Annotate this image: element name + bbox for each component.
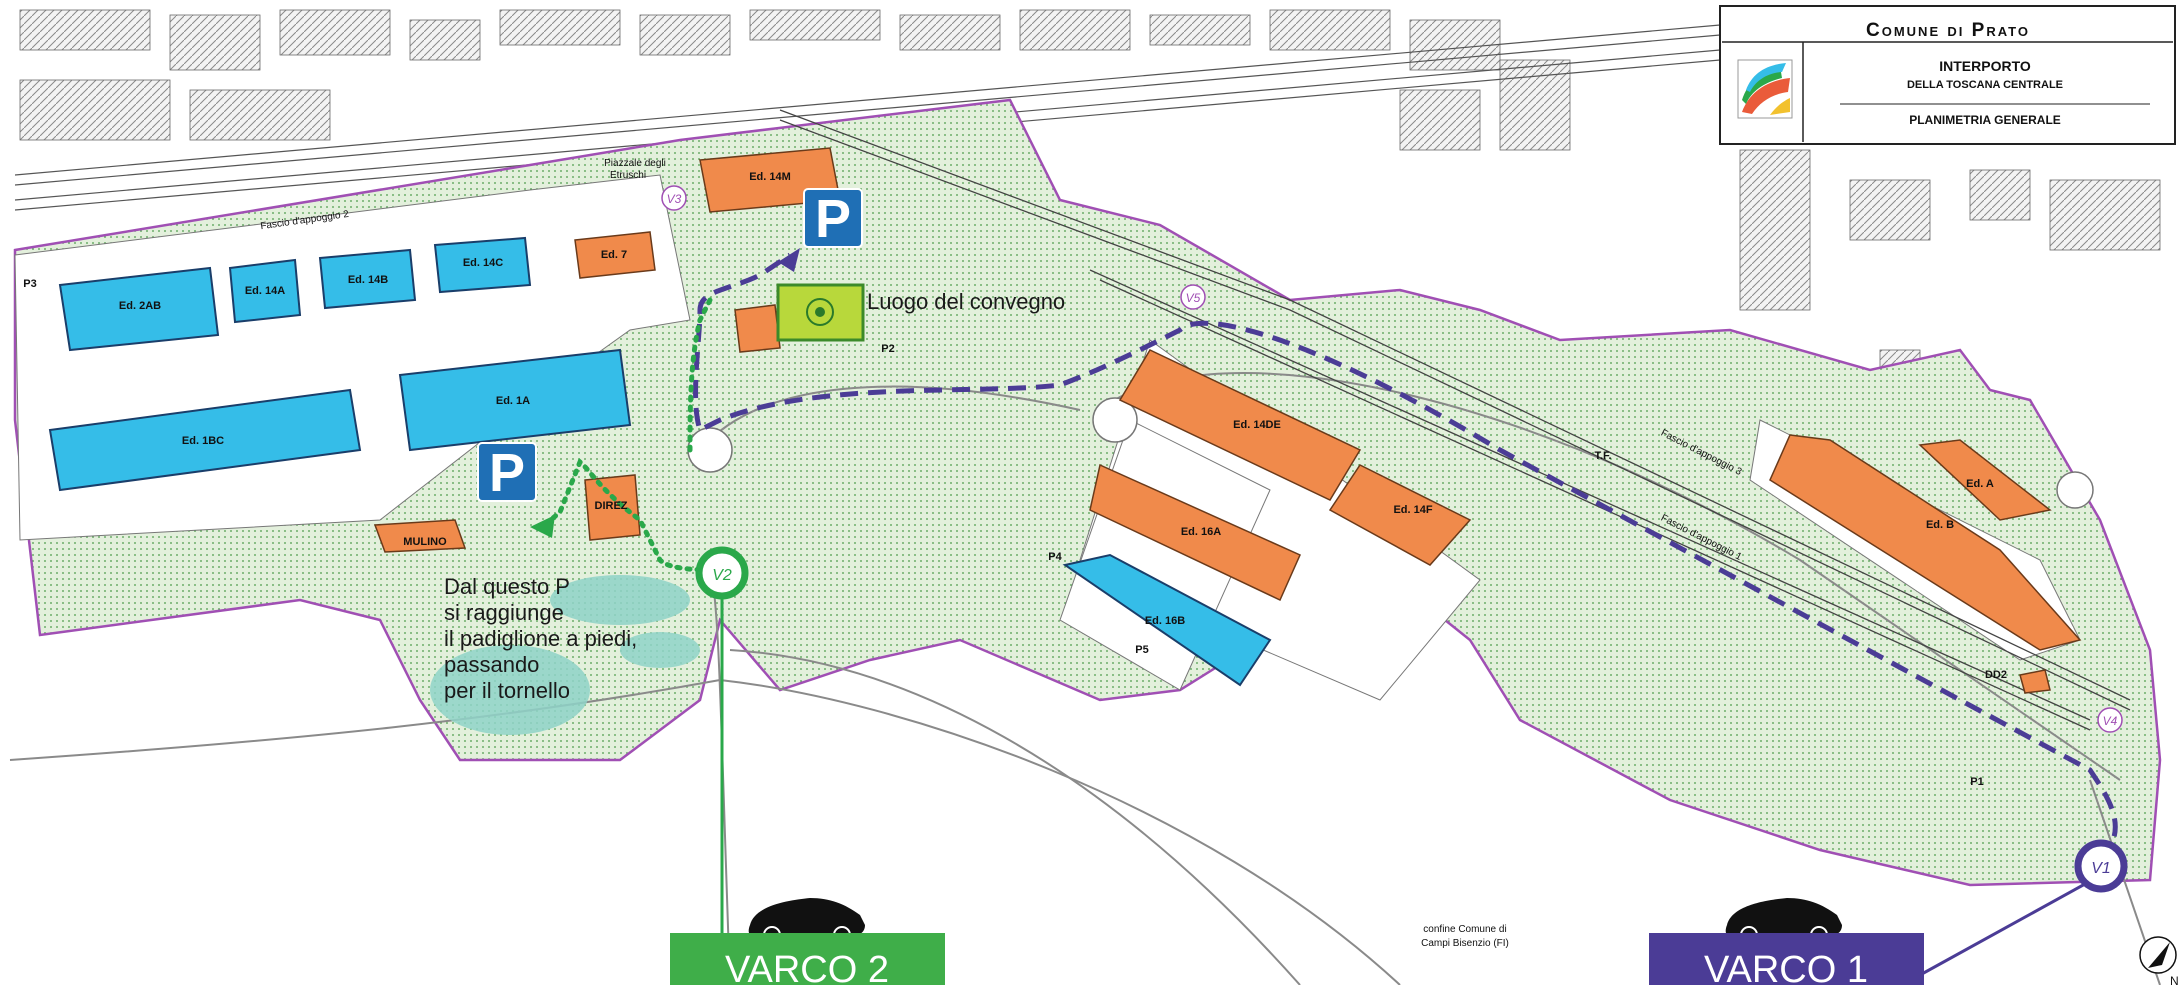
label-ed14de: Ed. 14DE — [1233, 419, 1281, 431]
walking-note: Dal questo P si raggiunge il padiglione … — [444, 574, 637, 703]
label-p5: P5 — [1135, 644, 1148, 656]
label-tf: T.F. — [1594, 450, 1611, 462]
label-ed14c: Ed. 14C — [463, 257, 503, 269]
gate-v4-label: V4 — [2103, 714, 2118, 728]
municipality-title: Comune di Prato — [1866, 20, 2030, 41]
building-ed16b — [1062, 553, 1272, 687]
title-line-1: INTERPORTO — [1939, 58, 2031, 74]
walking-note-line-3: il padiglione a piedi, — [444, 626, 637, 651]
gate-v2-label: V2 — [712, 567, 732, 584]
label-piazzale-1: Piazzale degli — [604, 158, 666, 169]
buildings-orange — [373, 147, 2082, 694]
building-ed14f — [1328, 464, 1472, 566]
building-ed2ab — [58, 266, 220, 352]
label-confine-1: confine Comune di — [1423, 924, 1506, 935]
gate-v1-label: V1 — [2091, 860, 2111, 877]
gate-v1-marker — [2074, 839, 2128, 893]
label-p3: P3 — [23, 278, 36, 290]
label-dd2: DD2 — [1985, 669, 2007, 681]
building-labels: Ed. 2AB Ed. 14A Ed. 14B Ed. 14C Ed. 1BC … — [119, 171, 2007, 681]
walking-note-line-2: si raggiunge — [444, 600, 564, 625]
gate-v3-marker — [661, 185, 687, 211]
venue-note: Luogo del convegno — [867, 289, 1065, 314]
north-arrow-icon: N — [2139, 936, 2178, 985]
pond — [430, 575, 700, 735]
walking-note-line-1: Dal questo P — [444, 574, 570, 599]
title-line-2: DELLA TOSCANA CENTRALE — [1907, 79, 2063, 91]
route-walk — [542, 457, 723, 573]
building-venue-annex — [734, 304, 781, 353]
building-dd2 — [2019, 669, 2051, 694]
varco1-label: VARCO 1 — [1704, 949, 1868, 985]
parking-codes: P3 P2 P4 P5 P1 — [23, 278, 1983, 788]
label-p1: P1 — [1970, 776, 1983, 788]
label-ed1bc: Ed. 1BC — [182, 435, 224, 447]
title-line-3: PLANIMETRIA GENERALE — [1909, 113, 2061, 127]
interporto-logo — [1737, 59, 1793, 119]
gate-v5-marker — [1180, 284, 1206, 310]
title-block: Comune di Prato INTERPORTO DELLA TOSCANA… — [1719, 5, 2176, 145]
route-arrow-parking — [530, 515, 555, 538]
building-edb — [1769, 434, 2082, 651]
parking-sign-left: P — [477, 442, 537, 503]
label-ed1a: Ed. 1A — [496, 395, 530, 407]
varco2-label: VARCO 2 — [725, 949, 889, 985]
walking-note-line-5: per il tornello — [444, 678, 570, 703]
building-ed1a — [398, 348, 632, 452]
building-eda — [1918, 439, 2052, 521]
label-ed14m: Ed. 14M — [749, 171, 791, 183]
urban-background — [19, 9, 2161, 391]
building-ed14a — [228, 258, 302, 324]
building-mulino — [373, 519, 467, 553]
label-ed16b: Ed. 16B — [1145, 615, 1185, 627]
building-ed14c — [433, 236, 532, 294]
varco1-box: VARCO 1 — [1649, 933, 1924, 985]
route-walk-2 — [687, 297, 713, 453]
varco1-leader — [1919, 882, 2086, 977]
label-edb: Ed. B — [1926, 519, 1954, 531]
label-p4: P4 — [1048, 551, 1062, 563]
varco2-box: VARCO 2 — [670, 933, 945, 985]
label-ed14b: Ed. 14B — [348, 274, 388, 286]
label-confine-2: Campi Bisenzio (FI) — [1421, 938, 1509, 949]
railway-right — [779, 109, 2131, 731]
label-eda: Ed. A — [1966, 478, 1994, 490]
route-arrow-venue — [778, 248, 800, 272]
building-ed1bc — [48, 388, 362, 492]
building-direz — [584, 474, 641, 541]
label-ed14f: Ed. 14F — [1393, 504, 1432, 516]
venue-pavilion — [776, 283, 865, 342]
parking-sign-top: P — [803, 188, 863, 249]
north-label: N — [2170, 974, 2178, 985]
building-ed7 — [574, 231, 656, 279]
label-direz: DIREZ — [595, 500, 628, 512]
gate-v5-label: V5 — [1186, 291, 1201, 305]
label-ed7: Ed. 7 — [601, 249, 627, 261]
label-p2: P2 — [881, 343, 894, 355]
parking-sign-left-label: P — [489, 443, 525, 503]
roundabouts — [687, 397, 2094, 509]
label-ed16a: Ed. 16A — [1181, 526, 1221, 538]
label-mulino: MULINO — [403, 536, 447, 548]
buildings-blue — [48, 236, 1272, 687]
walking-note-line-4: passando — [444, 652, 539, 677]
gate-v3-label: V3 — [667, 192, 682, 206]
building-ed14de — [1118, 349, 1362, 501]
building-ed14b — [318, 248, 417, 310]
route-varco1 — [693, 252, 2118, 862]
gate-v4-marker — [2097, 707, 2123, 733]
parking-sign-top-label: P — [815, 189, 851, 249]
label-ed2ab: Ed. 2AB — [119, 300, 161, 312]
label-piazzale-2: Etruschi — [610, 170, 646, 181]
building-ed16a — [1089, 463, 1301, 602]
label-ed14a: Ed. 14A — [245, 285, 285, 297]
